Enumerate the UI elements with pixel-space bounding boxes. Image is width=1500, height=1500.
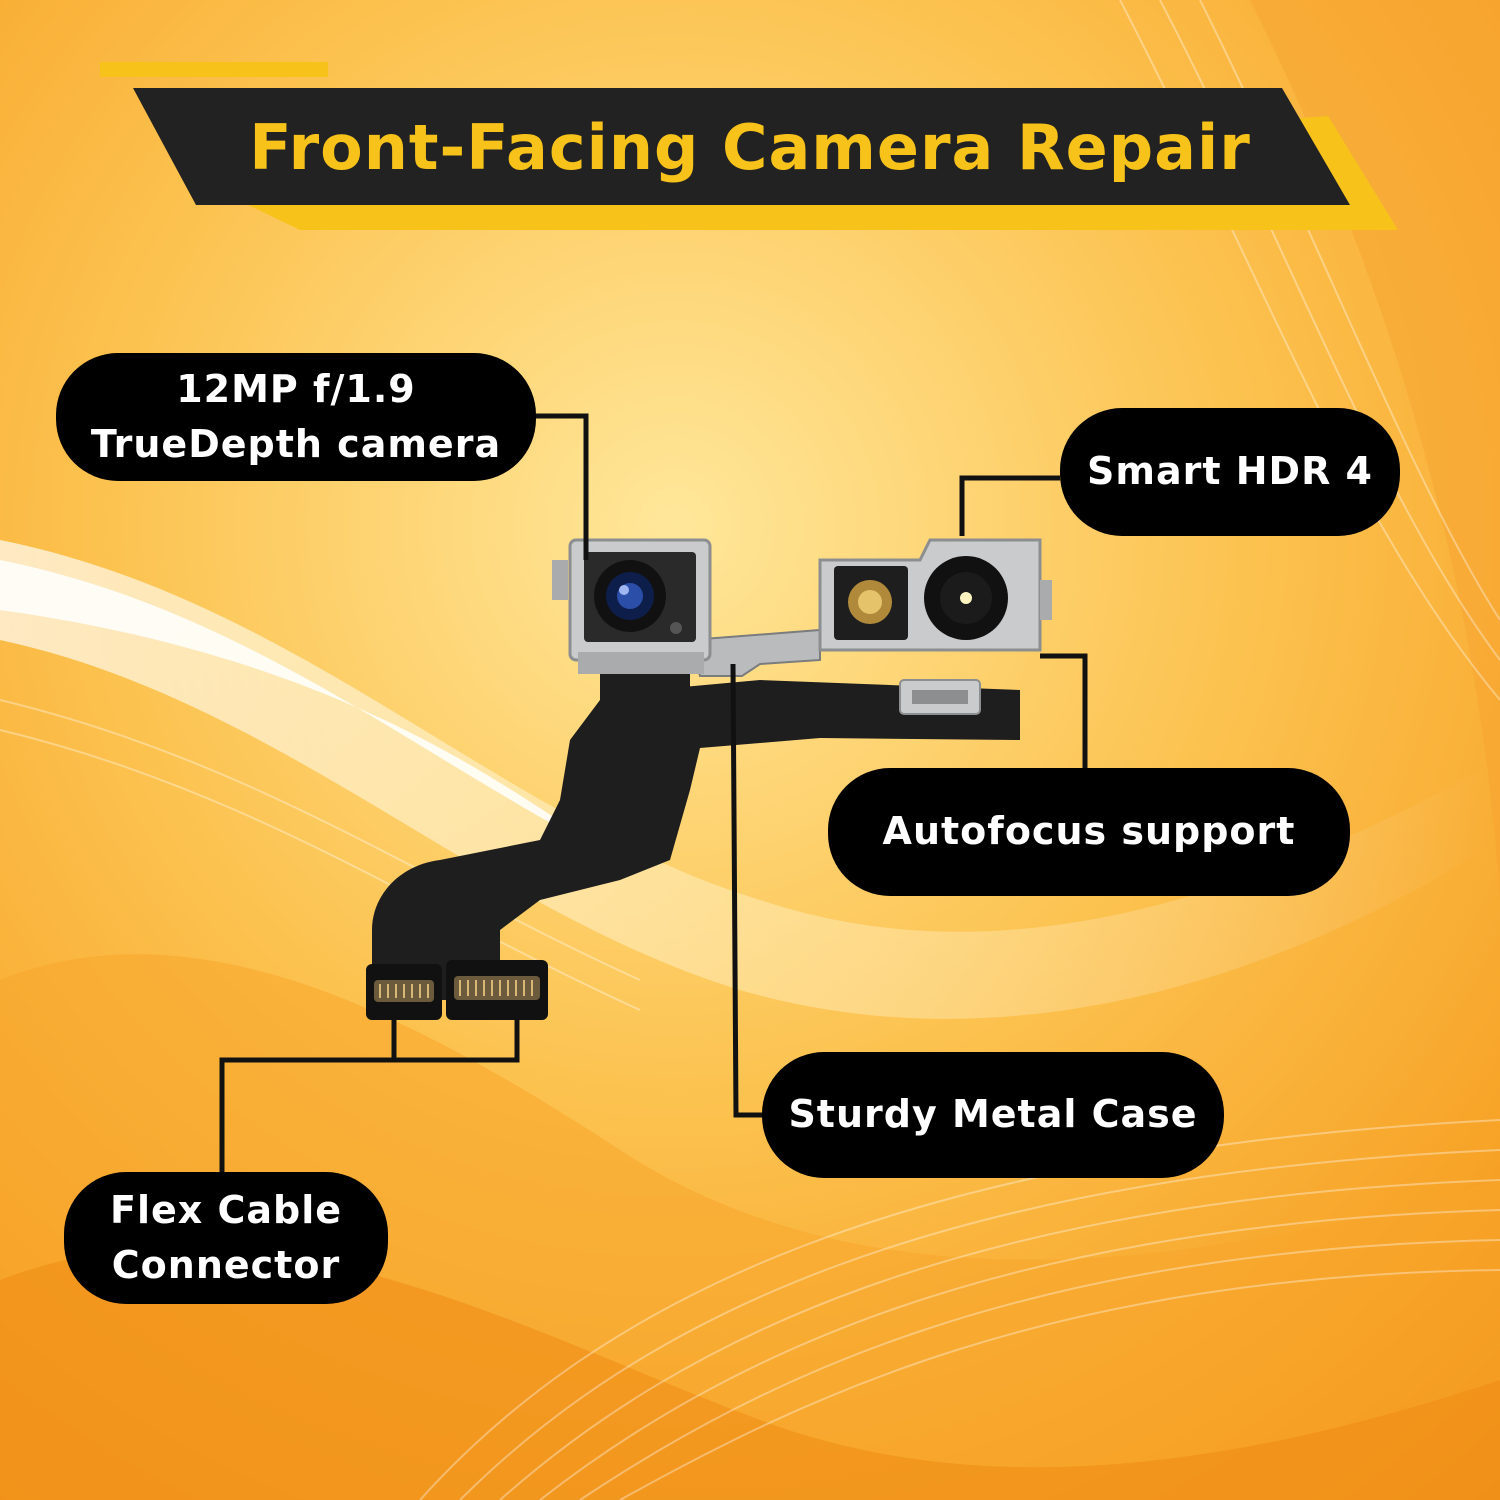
leader-metal-case — [730, 663, 762, 1118]
truedepth-camera-module — [552, 538, 712, 674]
leader-hdr — [959, 475, 1060, 536]
leader-autofocus — [1040, 653, 1088, 770]
leader-flex-left — [219, 1018, 397, 1172]
truedepth-label-line1: 12MP f/1.9 — [176, 366, 416, 411]
leader-flex-right — [394, 1018, 520, 1063]
page-title: Front-Facing Camera Repair — [249, 110, 1251, 184]
title-accent-bar — [100, 62, 328, 77]
smart-hdr-label: Smart HDR 4 — [1060, 408, 1400, 536]
truedepth-label-line2: TrueDepth camera — [90, 422, 502, 466]
flex-label-line2: Connector — [111, 1243, 341, 1287]
smart-hdr-text: Smart HDR 4 — [1086, 449, 1374, 494]
title-banner — [133, 88, 1350, 205]
flex-cable-label: Flex Cable Connector — [64, 1172, 388, 1304]
metal-case-text: Sturdy Metal Case — [788, 1092, 1198, 1137]
autofocus-label: Autofocus support — [828, 768, 1350, 896]
connector-left — [366, 964, 442, 1020]
autofocus-text: Autofocus support — [882, 809, 1296, 854]
sensor-module — [818, 538, 1052, 715]
connector-right — [446, 960, 548, 1020]
flex-label-line1: Flex Cable — [109, 1187, 343, 1232]
leader-truedepth — [536, 413, 589, 560]
truedepth-camera-label: 12MP f/1.9 TrueDepth camera — [56, 353, 536, 481]
metal-case-label: Sturdy Metal Case — [762, 1052, 1224, 1178]
